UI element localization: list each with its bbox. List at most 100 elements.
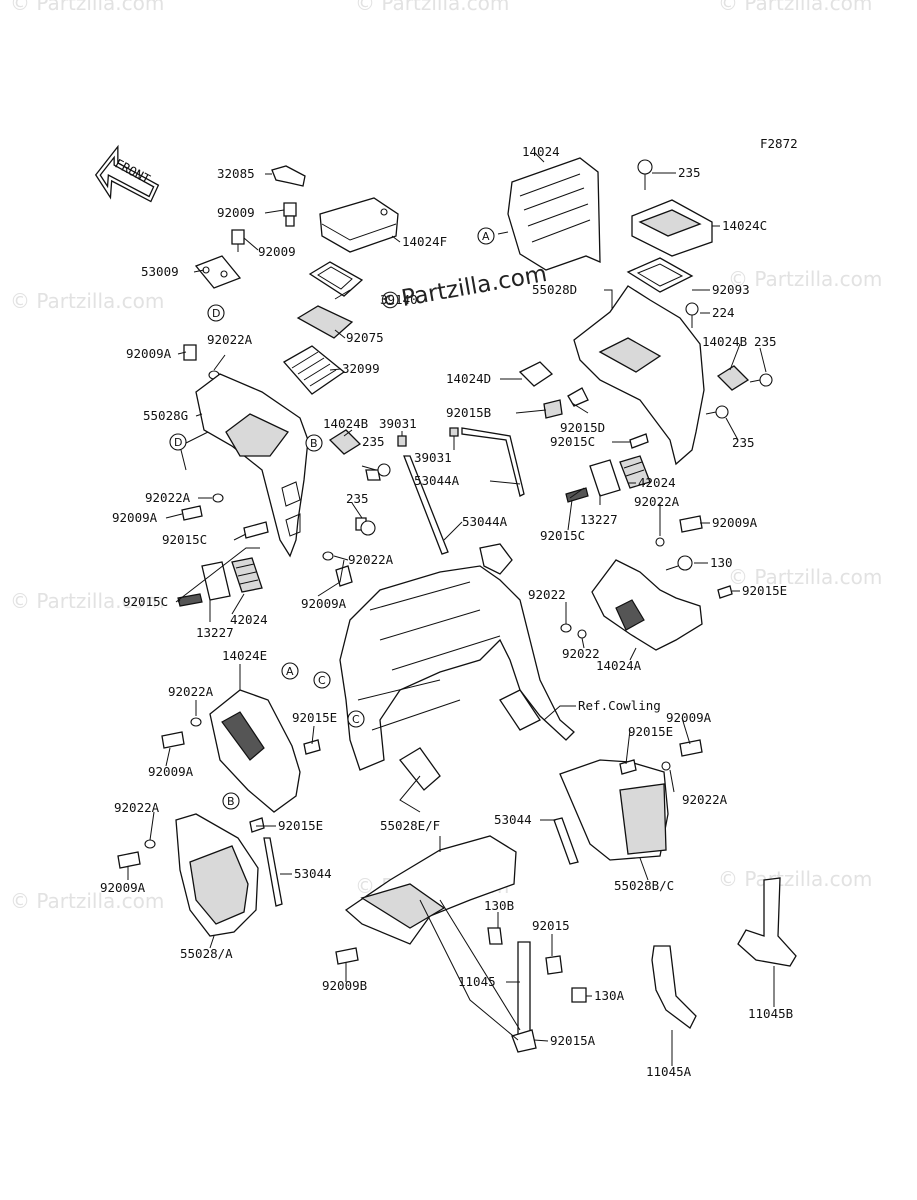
part-label: 92015B (446, 405, 491, 420)
bracket-14024E (209, 689, 301, 813)
part-label: 92009 (217, 205, 255, 220)
part-label: 14024A (596, 658, 642, 673)
watermark: © Partzilla.com (728, 565, 882, 589)
circle-ref-d-top: D (207, 304, 225, 322)
part-label: 39031 (414, 450, 452, 465)
lid-14024F (319, 197, 399, 253)
bolt-92009A-right (655, 515, 703, 547)
watermark: © Partzilla.com (718, 867, 872, 891)
side-cowl-55028B (559, 759, 669, 861)
circle-ref-label: D (212, 307, 220, 320)
tube-53044-left (263, 837, 283, 907)
part-label: 14024B (702, 334, 747, 349)
part-label: 55028E/F (380, 818, 440, 833)
part-label: 92009A (126, 346, 172, 361)
vent-13227-right (565, 459, 621, 503)
bolt-235-mid (355, 517, 376, 536)
part-label: 92015C (550, 434, 595, 449)
part-label: 55028G (143, 408, 188, 423)
bracket-14024A (591, 559, 703, 651)
watermark: © Partzilla.com (355, 0, 509, 15)
part-label: 92022 (528, 587, 566, 602)
part-label: 235 (754, 334, 777, 349)
part-label: 92015C (162, 532, 207, 547)
part-label: 130A (594, 988, 625, 1003)
part-label: 92015C (123, 594, 168, 609)
tube-53044-right (553, 817, 579, 865)
grommet-14024B (328, 429, 362, 455)
part-label: 92009A (666, 710, 712, 725)
hinge-53009 (194, 255, 242, 289)
pad-92075 (296, 305, 354, 339)
inner-panel-14024 (507, 157, 601, 271)
bolt-92009 (283, 202, 297, 227)
circle-ref-b-mid: B (305, 434, 323, 452)
front-arrow-icon: FRONT (94, 144, 160, 203)
part-label: 55028B/C (614, 878, 674, 893)
circle-ref-c-mid: C (313, 671, 331, 689)
part-label: 14024F (402, 234, 447, 249)
vent-13227-left (177, 561, 231, 607)
watermark: © Partzilla.com (10, 889, 164, 913)
leader-lines (127, 151, 775, 1066)
part-label: 14024E (222, 648, 267, 663)
part-label: 224 (712, 305, 735, 320)
part-label: 92009A (100, 880, 146, 895)
bolt-235-top (637, 159, 653, 190)
part-label: 14024 (522, 144, 560, 159)
part-label: 92015 (532, 918, 570, 933)
part-label: 130B (484, 898, 514, 913)
part-label: 92022 (562, 646, 600, 661)
part-label: 11045B (748, 1006, 793, 1021)
bolt-92009b (231, 229, 245, 252)
clip-92015E-lr (619, 759, 637, 775)
part-label: 11045 (458, 974, 496, 989)
lid-14024C (631, 199, 713, 257)
washers-92022 (560, 623, 587, 639)
bracket-11045A (651, 945, 697, 1029)
fasteners-left-lower (117, 817, 265, 869)
seal-92093 (626, 257, 694, 293)
bracket-32085 (271, 165, 306, 187)
reference-note: Ref.Cowling (578, 698, 661, 713)
circle-ref-label: B (227, 795, 235, 808)
watermark: © Partzilla.com (10, 289, 164, 313)
bolt-235-right2 (705, 405, 729, 419)
watermark-main: ©Partzilla.com (377, 261, 549, 316)
inner-cowl-55028G (195, 373, 309, 558)
circle-ref-b-lower: B (222, 792, 240, 810)
pad-39031 (397, 427, 459, 447)
circle-ref-label: C (352, 713, 360, 726)
part-label: 32085 (217, 166, 255, 181)
bolt-92009B (335, 947, 359, 965)
washer-92022A-left (181, 493, 224, 521)
circle-ref-label: A (286, 665, 294, 678)
watermark: © Partzilla.com (10, 589, 164, 613)
part-label: 14024B (323, 416, 368, 431)
side-cowl-55028 (175, 813, 259, 937)
bracket-11045 (511, 941, 537, 1053)
part-label: 92022A (634, 494, 680, 509)
part-label: 32099 (342, 361, 380, 376)
part-label: 92009B (322, 978, 367, 993)
bolt-92009A-e (161, 731, 185, 749)
part-label: 92015C (540, 528, 585, 543)
part-label: 92009A (301, 596, 347, 611)
inner-cowl-55028D (573, 285, 705, 466)
part-label: 235 (346, 491, 369, 506)
part-label: 235 (732, 435, 755, 450)
circle-ref-label: C (318, 674, 326, 687)
nut-92015 (545, 955, 563, 975)
part-label: 53044A (462, 514, 508, 529)
circle-ref-label: B (310, 437, 318, 450)
part-label: 92022A (682, 792, 728, 807)
vent-42024-right (619, 455, 651, 489)
part-label: 53044A (414, 473, 460, 488)
bolt-92009A-lr (661, 739, 703, 771)
part-label: 42024 (230, 612, 268, 627)
grommet-14024B-right (716, 365, 750, 391)
tube-53044A (403, 427, 525, 555)
part-label: 14024D (446, 371, 491, 386)
bracket-11045B (737, 877, 797, 967)
